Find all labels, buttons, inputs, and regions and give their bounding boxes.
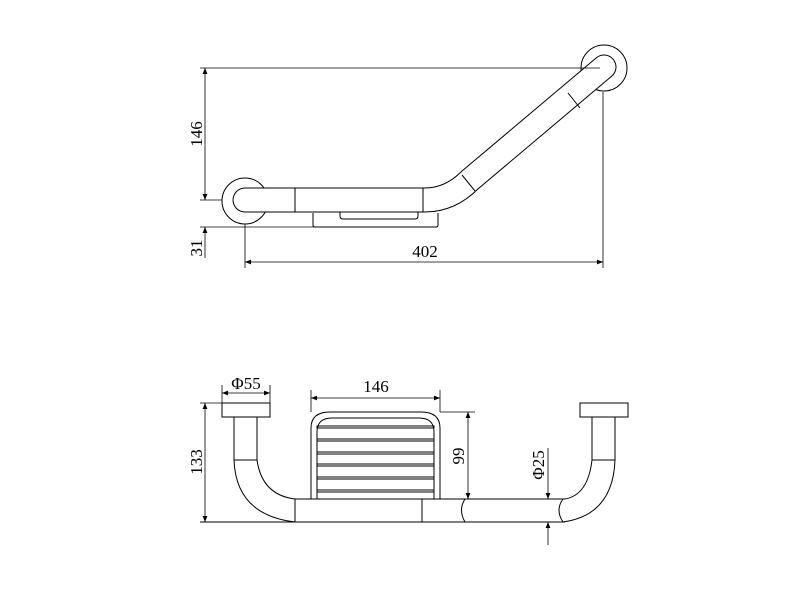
- basket-slat: [316, 451, 435, 455]
- top-view: 146 31 402: [187, 44, 628, 268]
- dimension-label-basket-height: 99: [449, 448, 468, 465]
- joint-line: [567, 92, 581, 109]
- break-line: [558, 498, 564, 523]
- dimension-label-projection: 133: [187, 449, 206, 475]
- basket-slat: [316, 489, 435, 493]
- soap-dish-inner: [339, 212, 419, 220]
- soap-basket: [310, 411, 441, 499]
- left-post: [233, 417, 296, 523]
- basket-slat: [316, 463, 435, 467]
- front-view: Φ55 146 99 133 Φ25: [187, 374, 629, 545]
- grab-bar-tube: [233, 55, 616, 212]
- dimension-label-146: 146: [187, 121, 206, 147]
- soap-dish: [312, 213, 439, 228]
- soap-basket-inner: [316, 417, 435, 499]
- basket-slat: [316, 438, 435, 442]
- right-post: [562, 417, 616, 523]
- dimension-label-402: 402: [412, 242, 438, 261]
- dimension-label-31: 31: [187, 240, 206, 257]
- dimension-label-basket-width: 146: [363, 377, 389, 396]
- right-flange: [579, 402, 629, 418]
- dimension-label-flange-diameter: Φ55: [231, 374, 260, 393]
- joint-line: [461, 174, 476, 192]
- basket-slat: [316, 476, 435, 480]
- basket-slats: [316, 425, 435, 493]
- grab-bar-tube-outline: [232, 54, 617, 213]
- basket-slat: [316, 425, 435, 429]
- left-flange: [221, 402, 271, 418]
- dimension-label-tube-diameter: Φ25: [529, 450, 548, 479]
- break-line: [461, 498, 466, 523]
